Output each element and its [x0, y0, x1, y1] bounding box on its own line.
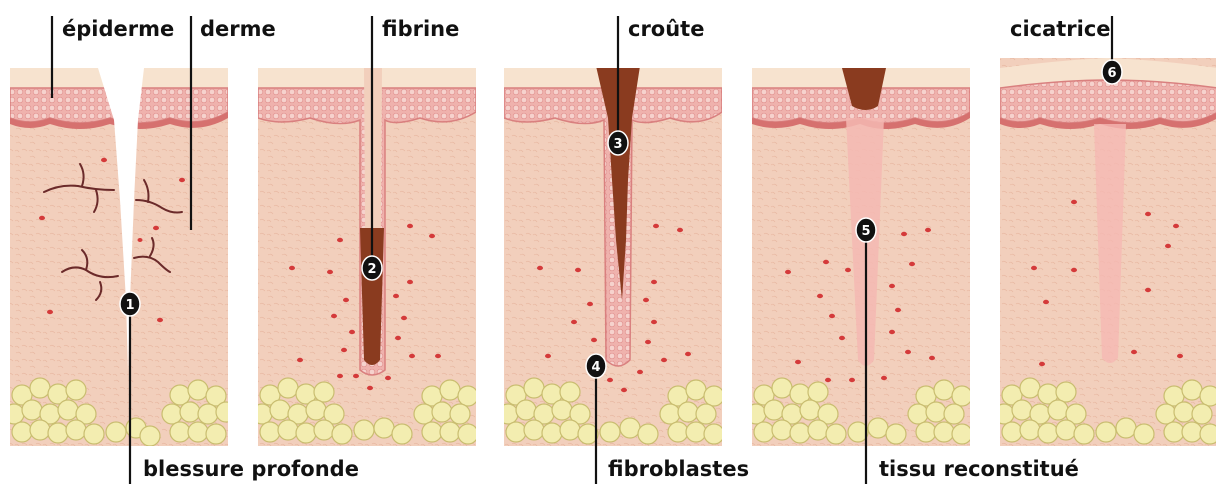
svg-text:1: 1	[125, 298, 134, 313]
marker-4: 4	[586, 354, 606, 378]
label-scar: cicatrice	[1010, 17, 1111, 41]
svg-text:5: 5	[861, 224, 870, 239]
label-dermis: derme	[200, 17, 276, 41]
marker-5: 5	[856, 218, 876, 242]
svg-text:4: 4	[591, 360, 600, 375]
panel-scab	[498, 66, 724, 446]
label-fibrin: fibrine	[382, 17, 459, 41]
svg-text:2: 2	[367, 262, 376, 277]
panel-deep-wound	[4, 68, 236, 446]
panel-rebuilt-tissue	[746, 68, 972, 446]
marker-3: 3	[608, 131, 628, 155]
panel-fibrin	[252, 68, 478, 446]
marker-2: 2	[362, 256, 382, 280]
label-epidermis: épiderme	[62, 17, 174, 41]
panel-scar	[994, 58, 1216, 446]
label-fibroblasts: fibroblastes	[608, 457, 749, 481]
svg-text:3: 3	[613, 137, 622, 152]
label-deep-wound: blessure profonde	[143, 457, 359, 481]
label-scab: croûte	[628, 17, 704, 41]
svg-text:6: 6	[1107, 66, 1116, 81]
label-rebuilt-tissue: tissu reconstitué	[879, 457, 1079, 481]
marker-1: 1	[120, 292, 140, 316]
marker-6: 6	[1102, 60, 1122, 84]
epidermis-layer	[1000, 80, 1216, 123]
